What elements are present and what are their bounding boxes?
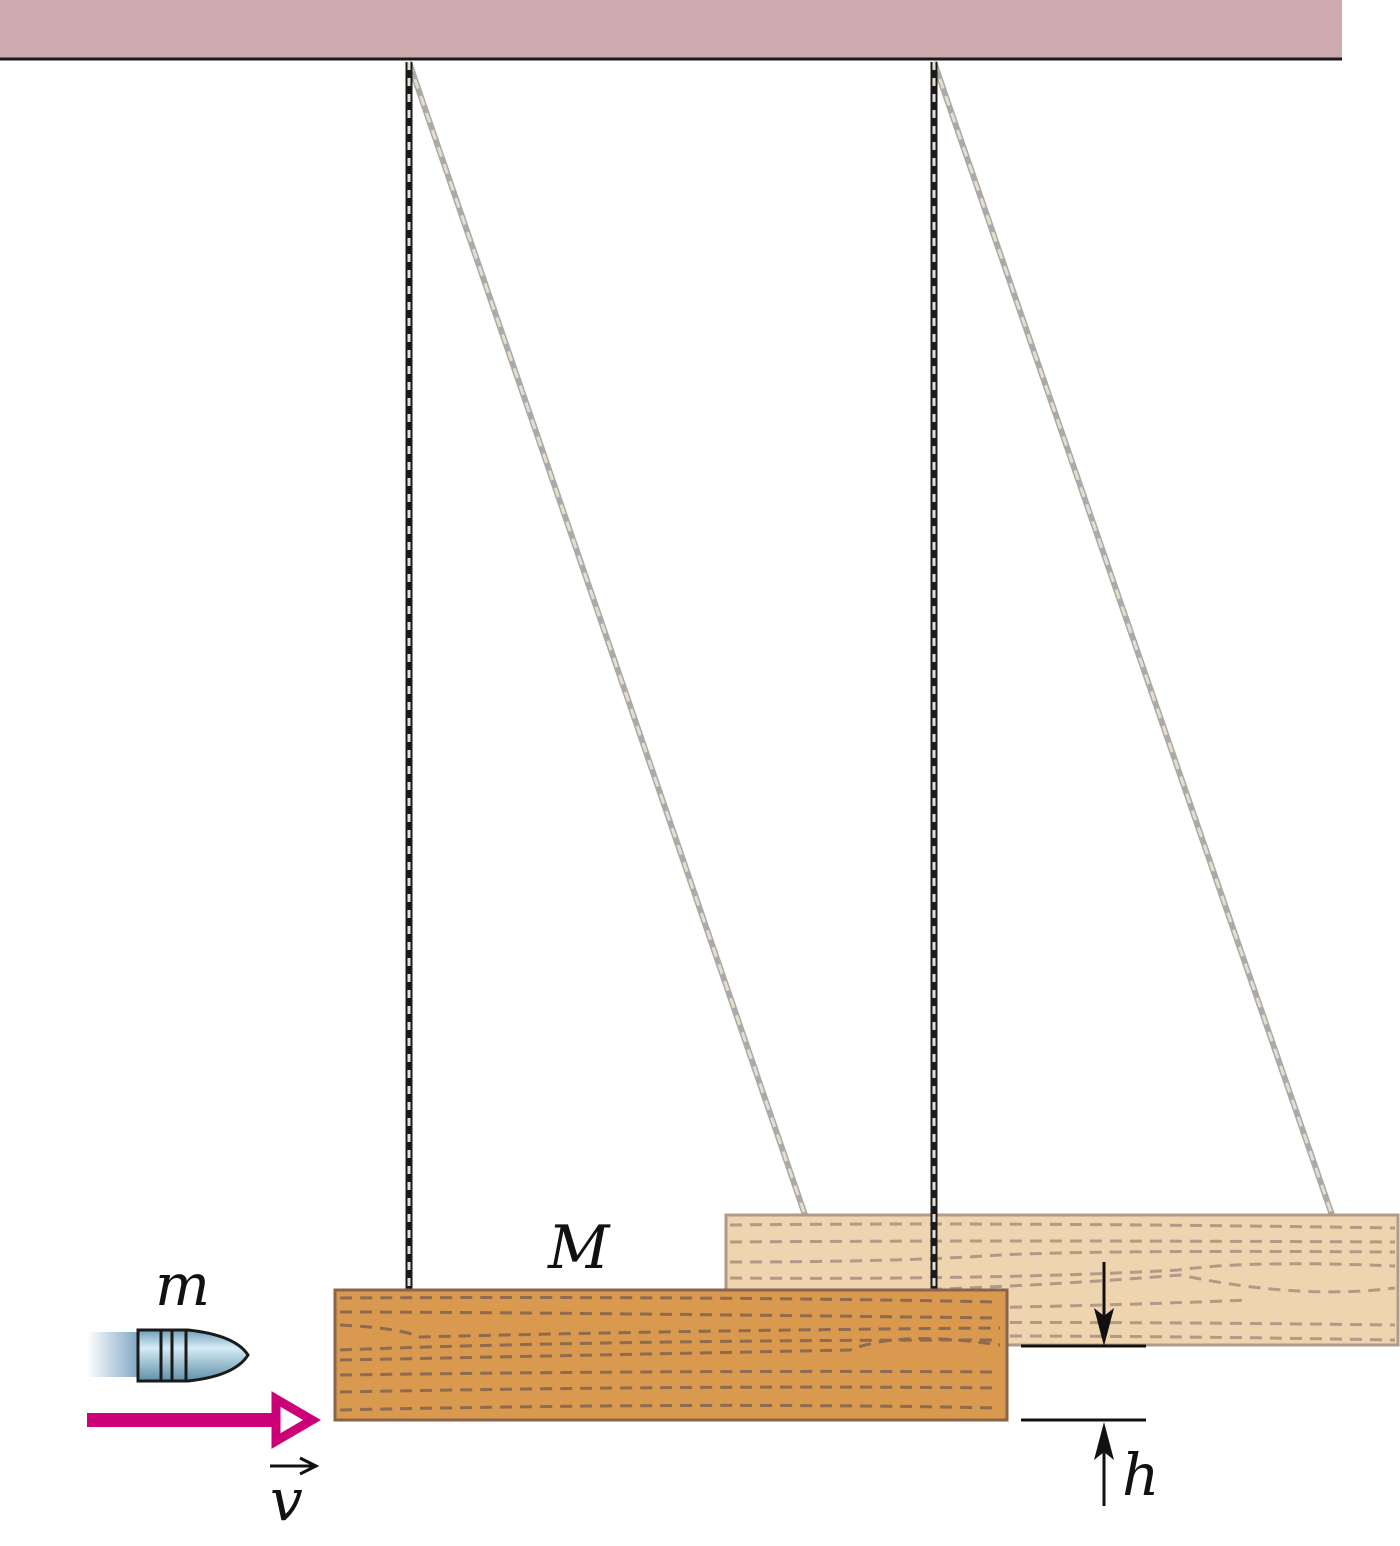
velocity-label: v xyxy=(270,1466,303,1534)
ropes xyxy=(405,62,938,1290)
vector-arrow-icon xyxy=(270,1456,320,1476)
bullet-mass-label: m xyxy=(155,1251,210,1319)
pendulum-block xyxy=(333,1288,1009,1422)
velocity-arrow xyxy=(87,1391,321,1449)
height-marker xyxy=(1021,1262,1146,1506)
bullet xyxy=(87,1328,250,1383)
bullet-trail xyxy=(87,1332,139,1377)
height-label: h xyxy=(1122,1441,1159,1509)
block-mass-label: M xyxy=(547,1213,611,1283)
ceiling xyxy=(0,0,1342,58)
displaced-ropes xyxy=(406,61,1335,1216)
